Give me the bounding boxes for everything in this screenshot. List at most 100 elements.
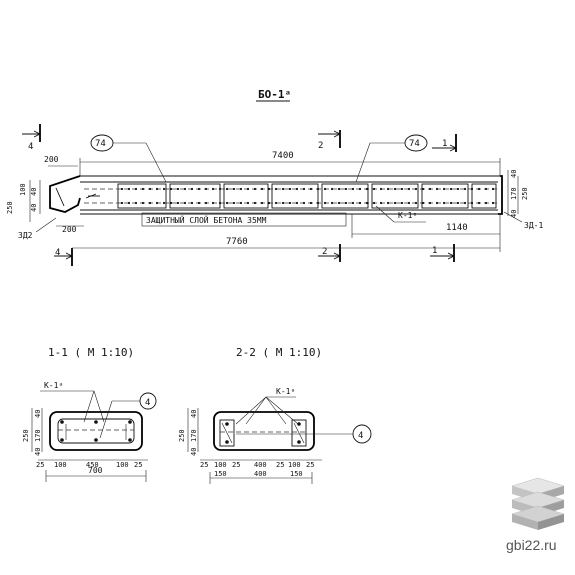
rebar-dot: [148, 187, 152, 191]
rebar-dot: [358, 187, 362, 191]
rebar-dot: [176, 201, 180, 205]
dim-left-250: 250: [6, 201, 14, 214]
rebar-dot: [484, 187, 488, 191]
rebar-dot: [372, 201, 376, 205]
dim-left-40a: 40: [30, 204, 38, 212]
rebar-dot: [323, 187, 327, 191]
section-1-h100b: 100: [116, 461, 129, 469]
rebar-dot: [295, 201, 299, 205]
rebar-dot: [267, 201, 271, 205]
rebar-dot: [246, 201, 250, 205]
drawing-title: БО-1ᵃ: [258, 88, 291, 101]
rebar-dot: [297, 440, 301, 444]
rebar-dot: [148, 201, 152, 205]
rebar-dot: [120, 187, 124, 191]
rebar-dot: [456, 187, 460, 191]
dim-left-100: 100: [19, 183, 27, 196]
frame-mark-elevation-text: К-1ᵃ: [398, 211, 417, 220]
rebar-dot: [253, 187, 257, 191]
rebar-dot: [435, 201, 439, 205]
rebar-dot: [302, 187, 306, 191]
rebar-dot: [351, 201, 355, 205]
rebar-dot: [127, 201, 131, 205]
rebar-dot: [225, 187, 229, 191]
dim-left-top: 200: [44, 155, 59, 164]
rebar-dot: [323, 201, 327, 205]
cover-note: ЗАЩИТНЫЙ СЛОЙ БЕТОНА 35ММ: [141, 212, 347, 227]
section-mark-2: 2 2: [318, 130, 342, 262]
rebar-dot: [225, 440, 229, 444]
rebar-dot: [365, 187, 369, 191]
rebar-dot: [211, 201, 215, 205]
rebar-dot: [128, 438, 132, 442]
section-2-h25b: 25: [232, 461, 240, 469]
section-mark-2-bottom: 2: [322, 247, 327, 257]
beam-elevation: [49, 175, 503, 215]
rebar-dot: [393, 201, 397, 205]
rebar-dot: [169, 201, 173, 205]
frame-mark-elevation: К-1ᵃ: [375, 205, 426, 223]
rebar-dot: [309, 187, 313, 191]
beam-left-end: [49, 175, 81, 213]
rebar-dot: [435, 187, 439, 191]
right-end-label: ЗД-1: [524, 221, 543, 230]
rebar-dot: [225, 422, 229, 426]
rebar-dot: [134, 201, 138, 205]
rebar-dot: [281, 201, 285, 205]
section-1-v40a: 40: [34, 410, 42, 418]
dim-right-40b: 40: [510, 210, 518, 218]
rebar-dot: [428, 201, 432, 205]
rebar-dot: [309, 201, 313, 205]
rebar-dot: [239, 201, 243, 205]
rebar-dot: [330, 187, 334, 191]
dim-right-part: 1140: [446, 223, 468, 233]
rebar-dot: [197, 187, 201, 191]
rebar-dot: [239, 187, 243, 191]
section-mark-1: 1 1: [430, 134, 458, 262]
section-2-v40a: 40: [190, 410, 198, 418]
watermark-site: gbi22.ru: [506, 537, 557, 553]
callout-74-right-text: 74: [409, 139, 420, 149]
rebar-dot: [407, 201, 411, 205]
section-1-h100a: 100: [54, 461, 67, 469]
rebar-dot: [407, 187, 411, 191]
rebar-dot: [120, 201, 124, 205]
rebar-dot: [344, 187, 348, 191]
rebar-dot: [127, 187, 131, 191]
rebar-dot: [183, 201, 187, 205]
rebar-dot: [274, 187, 278, 191]
dim-right-250: 250: [521, 187, 529, 200]
dim-right-40a: 40: [510, 170, 518, 178]
section-2-v170: 170: [190, 429, 198, 442]
rebar-dot: [260, 201, 264, 205]
beam-right-end: [498, 175, 503, 215]
section-2-h100b: 100: [288, 461, 301, 469]
rebar-dot: [316, 187, 320, 191]
rebar-dot: [491, 201, 495, 205]
rebar-dot: [449, 201, 453, 205]
dim-left-bottom: 200: [62, 225, 77, 234]
rebar-dot: [344, 201, 348, 205]
rebar-dot: [94, 438, 98, 442]
rebar-dot: [204, 201, 208, 205]
rebar-dot: [274, 201, 278, 205]
section-1-v170: 170: [34, 429, 42, 442]
rebar-dot: [470, 187, 474, 191]
rebar-dot: [428, 187, 432, 191]
rebar-dot: [232, 187, 236, 191]
rebar-dot: [134, 187, 138, 191]
rebar-dot: [379, 187, 383, 191]
rebar-dot: [463, 201, 467, 205]
rebar-dot: [365, 201, 369, 205]
section-2-2: 2-2 ( М 1:10) К-1ᵃ 4 40 170 40 250 25 10…: [178, 346, 372, 484]
rebar-dot: [128, 420, 132, 424]
section-2-callout: 4: [358, 431, 363, 441]
section-1-frame-mark: К-1ᵃ: [44, 381, 63, 390]
section-rebar-dots: [60, 420, 301, 444]
rebar-dot: [162, 201, 166, 205]
section-1-h25b: 25: [134, 461, 142, 469]
rebar-dot: [141, 201, 145, 205]
rebar-dot: [232, 201, 236, 205]
rebar-dot: [449, 187, 453, 191]
